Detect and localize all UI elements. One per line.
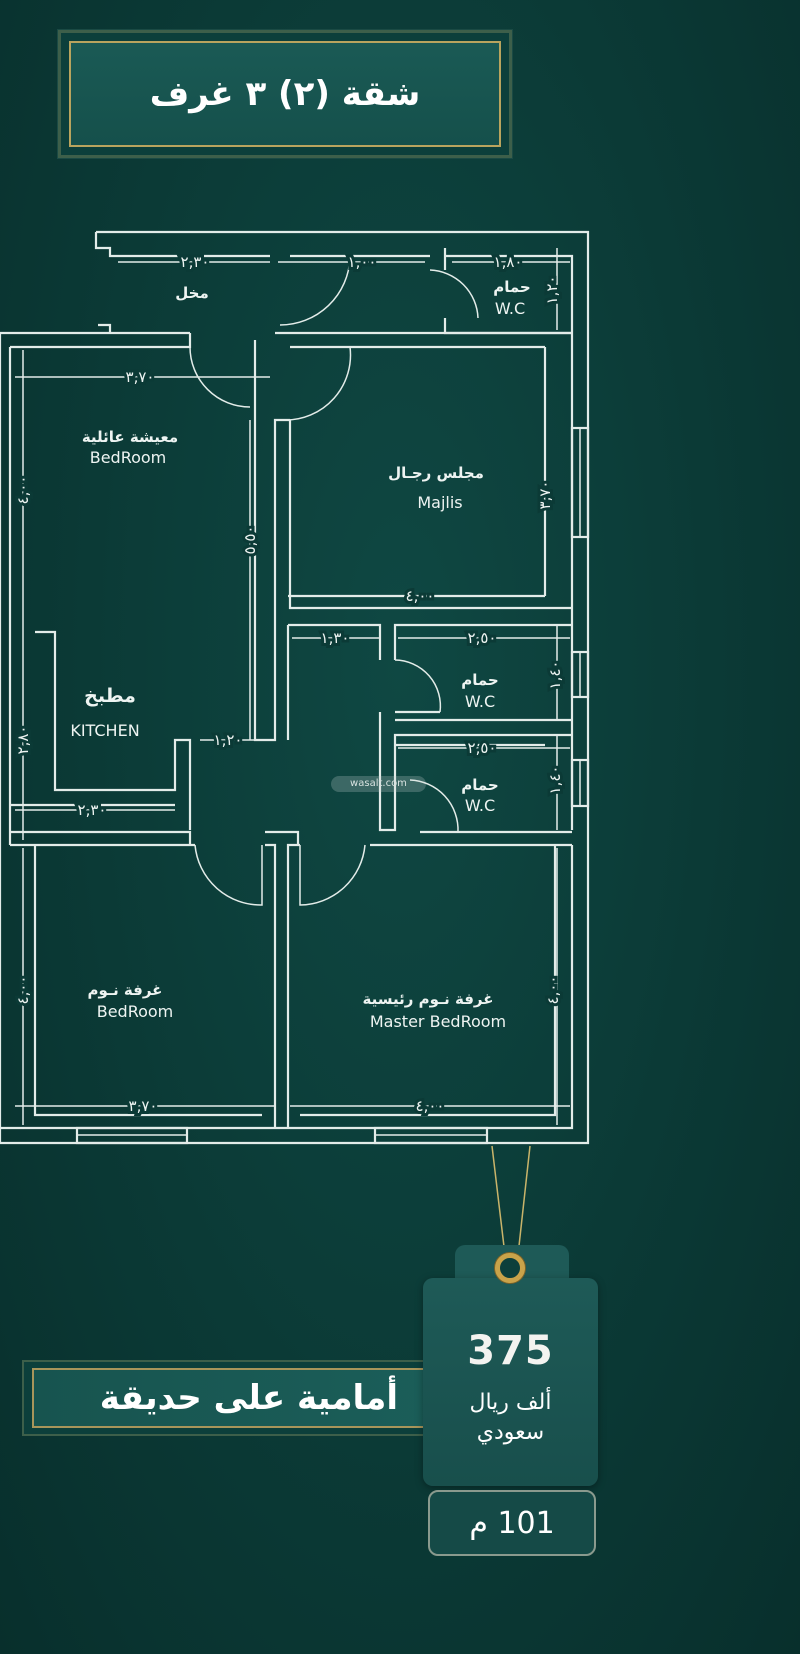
dim-kitchen-height: ٢,٨٠ [14,726,32,755]
dim-wc-middle-height: ١,٤٠ [546,661,564,690]
room-bedroom-en: BedRoom [97,1002,174,1021]
dim-bedroom-width: ٣,٧٠ [129,1097,158,1115]
room-living-ar: معيشة عائلية [82,428,178,446]
dim-wc-lower-height: ١,٤٠ [546,766,564,795]
room-labels: مخل حمام W.C معيشة عائلية BedRoom مجلس ر… [70,278,530,1031]
room-wc-lower-ar: حمام [461,776,499,794]
windows [75,426,590,1145]
price-tag [423,1278,598,1486]
banner-text: أمامية على حديقة [99,1378,398,1418]
room-wc-middle-ar: حمام [461,671,499,689]
room-wc-lower-en: W.C [465,796,495,815]
dim-master-width: ٤,٠٠ [416,1097,445,1115]
price-currency: ألف ريال سعودي [423,1388,598,1448]
room-living-en: BedRoom [90,448,167,467]
dimension-lines [15,248,570,1125]
dim-wc-top-width: ١,٨٠ [494,253,523,271]
dim-entrance-width: ٢,٣٠ [181,253,210,271]
currency-line-2: سعودي [476,1420,545,1445]
dim-kitchen-width: ٢,٣٠ [78,801,107,819]
room-wc-top-en: W.C [495,299,525,318]
room-wc-middle-en: W.C [465,692,495,711]
dim-wc-top-height: ١,٢٠ [543,276,561,305]
hanging-string [491,1145,531,1256]
area-box: 101 م [428,1490,596,1556]
dim-living-height: ٤,٠٠ [14,476,32,505]
dim-wc-middle-width: ٢,٥٠ [468,629,497,647]
room-master-ar: غرفة نـوم رئيسية [363,990,494,1008]
currency-line-1: ألف ريال [469,1390,552,1415]
room-master-en: Master BedRoom [370,1012,506,1031]
room-majlis-ar: مجلس رجـال [388,464,484,482]
page-title: شقة (٢) ٣ غرف [149,74,421,114]
dim-corridor-width: ١,٢٠ [214,731,243,749]
room-entrance-ar: مخل [175,284,209,302]
dim-top-middle: ١,٠٠ [348,253,377,271]
room-kitchen-en: KITCHEN [70,721,139,740]
dim-majlis-width: ٤,٠٠ [406,587,435,605]
doors [189,257,479,906]
dim-living-width: ٣,٧٠ [126,368,155,386]
dim-wc-lower-width: ٢,٥٠ [468,739,497,757]
area-value: 101 م [469,1505,555,1541]
dim-corridor-height: ٥,٥٠ [241,526,259,555]
room-wc-top-ar: حمام [493,278,531,296]
price-value: 375 [467,1328,554,1374]
room-bedroom-ar: غرفة نـوم [88,981,163,999]
dimension-labels: ٢,٣٠ ١,٠٠ ١,٨٠ ١,٢٠ ٣,٧٠ ٤,٠٠ ٥,٥٠ ٣,٧٠ … [11,250,567,1118]
room-majlis-en: Majlis [417,493,462,512]
tag-ring-icon [495,1253,525,1283]
dim-majlis-height: ٣,٧٠ [536,481,554,510]
banner-frame: أمامية على حديقة [32,1368,440,1428]
feature-banner: أمامية على حديقة [22,1360,442,1436]
dim-bedroom-height: ٤,٠٠ [14,976,32,1005]
watermark: wasalt.com [331,776,426,792]
title-frame: شقة (٢) ٣ غرف [69,41,501,147]
room-kitchen-ar: مطبخ [84,685,136,707]
dim-hall-width: ١,٣٠ [321,629,350,647]
dim-master-height: ٤,٠٠ [544,976,562,1005]
title-box: شقة (٢) ٣ غرف [58,30,512,158]
